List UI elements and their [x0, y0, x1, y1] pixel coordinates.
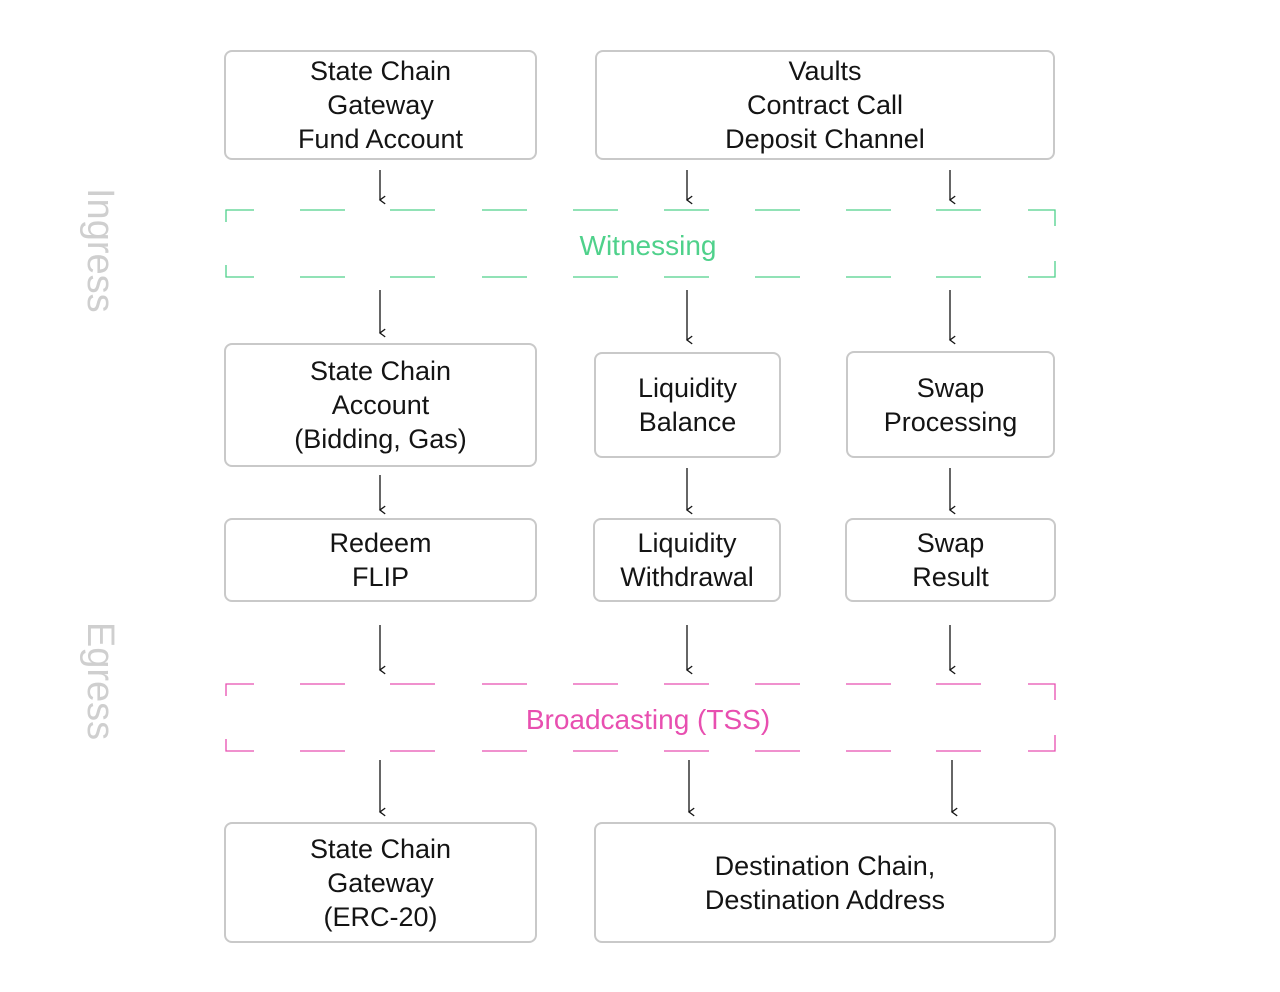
broadcasting-band-right-corner [1028, 683, 1056, 752]
broadcasting-label: Broadcasting (TSS) [500, 704, 796, 736]
liquidity-balance-box: Liquidity Balance [594, 352, 781, 458]
box-line: Liquidity [637, 373, 738, 403]
box-line: Destination Address [704, 884, 946, 915]
box-line: Withdrawal [620, 562, 754, 592]
box-line: Gateway [327, 867, 434, 898]
state-chain-account-box: State Chain Account (Bidding, Gas) [224, 343, 537, 467]
liquidity-withdrawal-box: Liquidity Withdrawal [593, 518, 781, 602]
swap-result-box: Swap Result [845, 518, 1056, 602]
witnessing-label: Witnessing [540, 230, 756, 262]
box-line: State Chain [309, 833, 452, 864]
box-line: FLIP [351, 562, 410, 592]
vaults-box: Vaults Contract Call Deposit Channel [595, 50, 1055, 160]
state-chain-gateway-fund-account-box: State Chain Gateway Fund Account [224, 50, 537, 160]
broadcasting-band-left-corner [225, 683, 254, 752]
box-line: Vaults [788, 56, 862, 86]
box-line: Destination Chain, [714, 850, 936, 881]
destination-box: Destination Chain, Destination Address [594, 822, 1056, 943]
box-line: (Bidding, Gas) [294, 424, 467, 454]
box-line: State Chain [309, 56, 452, 86]
box-line: Gateway [327, 90, 434, 120]
box-line: Contract Call [746, 90, 904, 120]
box-line: (ERC-20) [323, 901, 438, 932]
box-line: Fund Account [297, 124, 464, 154]
box-line: Swap [916, 372, 985, 403]
witnessing-band [225, 209, 1056, 278]
swap-processing-box: Swap Processing [846, 351, 1055, 458]
box-line: State Chain [309, 356, 452, 386]
redeem-flip-box: Redeem FLIP [224, 518, 537, 602]
box-line: Processing [883, 406, 1018, 437]
broadcasting-band [225, 683, 1056, 752]
witnessing-band-left-corner [225, 209, 254, 278]
arrow-group [378, 170, 958, 817]
box-line: Deposit Channel [725, 124, 925, 154]
box-line: Redeem [329, 528, 432, 558]
box-line: Balance [638, 407, 737, 437]
box-line: Account [331, 390, 430, 420]
box-line: Swap [916, 528, 985, 558]
witnessing-band-right-corner [1028, 209, 1056, 278]
box-line: Result [912, 562, 989, 592]
box-line: Liquidity [637, 528, 737, 558]
state-chain-gateway-erc20-box: State Chain Gateway (ERC-20) [224, 822, 537, 943]
